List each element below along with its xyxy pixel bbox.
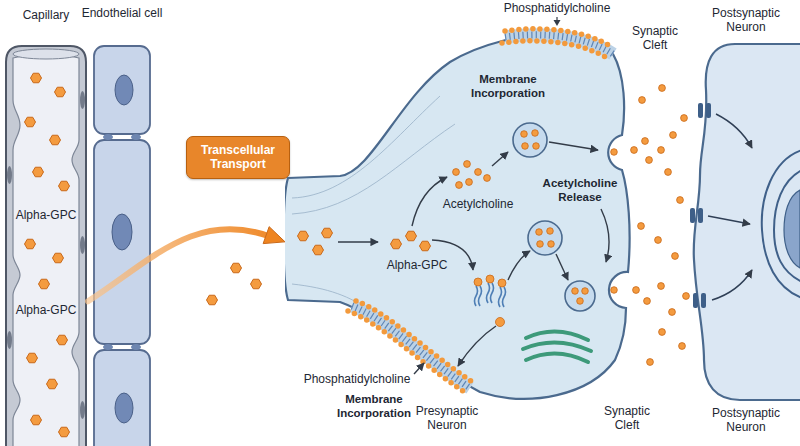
- text-holder: Alpha-GPC: [382, 258, 452, 272]
- molecule-label: Acetylcholine: [436, 197, 520, 211]
- region-label: Synaptic Cleft: [626, 24, 684, 52]
- text-holder: Phosphatidylcholine: [497, 1, 617, 15]
- molecule-label: Alpha-GPC: [382, 258, 452, 272]
- transport-box: Transcellular Transport: [186, 136, 290, 179]
- endothelial-cell: Endothelial cell: [92, 44, 152, 446]
- molecule-label: Alpha-GPC: [10, 208, 82, 222]
- alpha-gpc-molecules: [207, 263, 262, 305]
- text-holder: Membrane Incorporation: [466, 72, 550, 100]
- text-holder: Alpha-GPC: [10, 303, 82, 317]
- postsynaptic-neuron: Postsynaptic NeuronPostsynaptic Neuron: [688, 42, 800, 402]
- molecule-label: Phosphatidylcholine: [497, 1, 617, 15]
- text-holder: Synaptic Cleft: [598, 404, 656, 432]
- text-holder: Capillary: [2, 8, 90, 22]
- text-holder: Postsynaptic Neuron: [700, 6, 792, 34]
- process-label: Acetylcholine Release: [540, 176, 620, 204]
- arrow-head: [263, 227, 285, 244]
- process-label: Membrane Incorporation: [332, 392, 416, 420]
- molecule-label: Phosphatidylcholine: [300, 372, 414, 386]
- arrow-shaft: [88, 229, 270, 301]
- text-holder: Alpha-GPC: [10, 208, 82, 222]
- text-holder: Acetylcholine: [436, 197, 520, 211]
- process-label: Membrane Incorporation: [466, 72, 550, 100]
- region-label: Endothelial cell: [78, 6, 166, 20]
- capillary-vessel-outline: [4, 44, 88, 446]
- text-holder: Acetylcholine Release: [540, 176, 620, 204]
- region-label: Capillary: [2, 8, 90, 22]
- text-holder: Presynaptic Neuron: [407, 404, 487, 432]
- region-label: Presynaptic Neuron: [407, 404, 487, 432]
- region-label: Postsynaptic Neuron: [700, 6, 792, 34]
- presynaptic-neuron: Presynaptic Neuron: [285, 18, 635, 410]
- postsynaptic-neuron-outline: [688, 42, 800, 402]
- text-holder: Phosphatidylcholine: [300, 372, 414, 386]
- presynaptic-neuron-outline: [285, 18, 635, 410]
- text-holder: Membrane Incorporation: [332, 392, 416, 420]
- acetylcholine-in-cleft: [631, 85, 690, 366]
- region-label: Postsynaptic Neuron: [700, 406, 792, 434]
- endothelial-cell-outline: [92, 44, 152, 446]
- text-holder: Synaptic Cleft: [626, 24, 684, 52]
- text-holder: Endothelial cell: [78, 6, 166, 20]
- process-label: Transcellular Transport: [187, 137, 289, 177]
- capillary-vessel: CapillaryAlpha-GPCAlpha-GPC: [4, 44, 88, 446]
- text-holder: Postsynaptic Neuron: [700, 406, 792, 434]
- leader-line: [554, 17, 561, 26]
- molecule-label: Alpha-GPC: [10, 303, 82, 317]
- transport-arrow: [88, 227, 285, 302]
- region-label: Synaptic Cleft: [598, 404, 656, 432]
